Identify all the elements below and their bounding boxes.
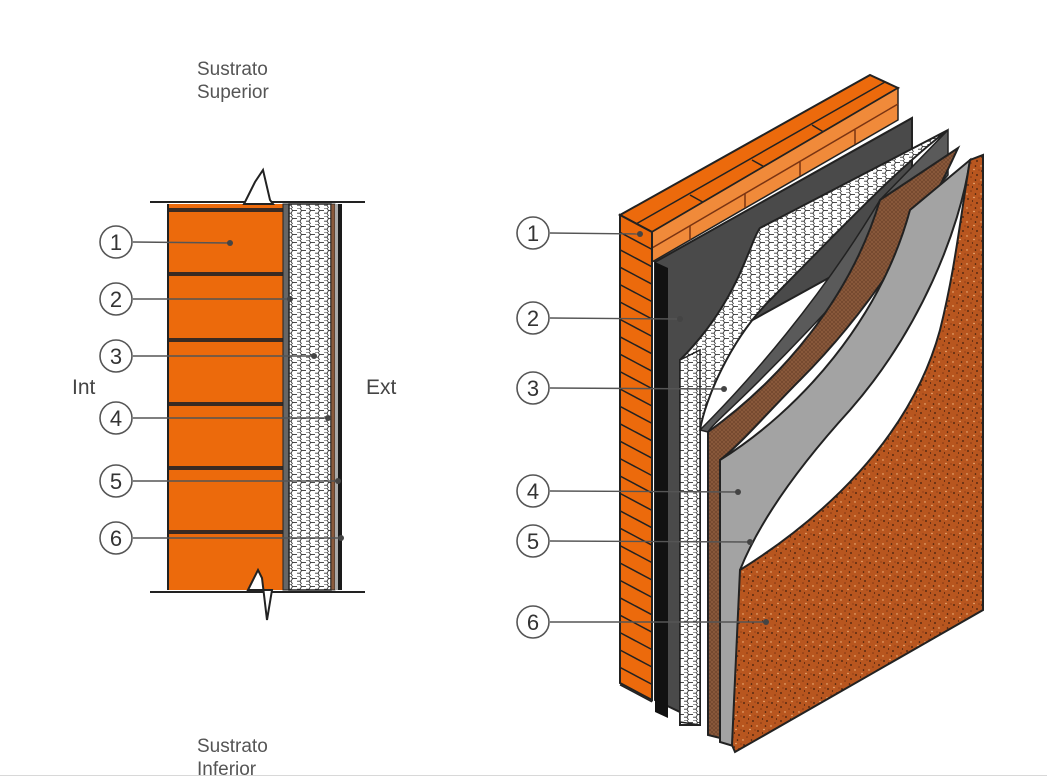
callout-number: 2	[527, 306, 539, 331]
section-callout-6: 6	[99, 521, 344, 555]
substrate-bottom-label: Sustrato Inferior	[197, 735, 268, 781]
callout-circle	[516, 605, 550, 639]
section-view: 1 2 3 4 5 6	[99, 167, 365, 621]
leader-dot	[325, 415, 331, 421]
section-callout-2: 2	[99, 282, 293, 316]
substrate-top-line1: Sustrato	[197, 59, 268, 80]
callout-number: 6	[110, 526, 122, 551]
leader-dot	[227, 240, 233, 246]
leader-line	[549, 540, 751, 543]
axon-base-coat	[719, 157, 972, 750]
leader-dot	[311, 353, 317, 359]
axon-callout-5: 5	[516, 524, 753, 558]
callout-number: 5	[110, 469, 122, 494]
callout-circle	[99, 464, 133, 498]
callout-circle	[516, 216, 550, 250]
callout-circle	[516, 474, 550, 508]
leader-dot	[763, 619, 769, 625]
axon-callout-2: 2	[516, 301, 683, 335]
axon-callout-4: 4	[516, 474, 741, 508]
section-brick-joints	[168, 208, 283, 534]
leader-dot	[721, 386, 727, 392]
callout-circle	[99, 339, 133, 373]
substrate-bottom-line2: Inferior	[197, 759, 257, 780]
substrate-top-label: Sustrato Superior	[197, 58, 269, 104]
callout-circle	[99, 401, 133, 435]
leader-line	[549, 317, 681, 320]
bottom-divider	[0, 775, 1047, 776]
callout-number: 2	[110, 287, 122, 312]
callout-number: 1	[110, 230, 122, 255]
section-callouts: 1 2 3 4 5 6	[99, 225, 344, 555]
leader-line	[549, 387, 725, 390]
section-callout-1: 1	[99, 225, 233, 259]
callout-number: 3	[110, 344, 122, 369]
substrate-top-line2: Superior	[197, 82, 269, 103]
callout-circle	[99, 225, 133, 259]
callout-number: 6	[527, 610, 539, 635]
leader-dot	[338, 535, 344, 541]
leader-dot	[677, 316, 683, 322]
axon-finish	[730, 153, 984, 754]
leader-dot	[287, 296, 293, 302]
break-symbol-top	[242, 167, 275, 205]
section-callout-4: 4	[99, 401, 331, 435]
leader-line	[549, 490, 739, 493]
callout-number: 4	[110, 406, 122, 431]
axon-callouts: 1 2 3 4 5 6	[516, 216, 769, 639]
callout-number: 5	[527, 529, 539, 554]
section-brick	[168, 204, 283, 590]
exterior-label: Ext	[366, 376, 397, 399]
section-insulation	[288, 203, 332, 591]
callout-circle	[516, 371, 550, 405]
callout-circle	[99, 521, 133, 555]
interior-label: Int	[72, 376, 96, 399]
leader-line	[549, 232, 641, 235]
leader-line	[132, 241, 231, 244]
callout-circle	[516, 301, 550, 335]
callout-circle	[516, 524, 550, 558]
callout-circle	[99, 282, 133, 316]
leader-dot	[637, 231, 643, 237]
leader-dot	[735, 489, 741, 495]
axon-callout-3: 3	[516, 371, 727, 405]
axon-callout-1: 1	[516, 216, 643, 250]
section-callout-5: 5	[99, 464, 341, 498]
leader-dot	[335, 478, 341, 484]
axonometric-view: 1 2 3 4 5 6	[516, 73, 984, 754]
section-callout-3: 3	[99, 339, 317, 373]
callout-number: 3	[527, 376, 539, 401]
axon-brick-front	[619, 213, 653, 702]
break-symbol-bottom	[246, 567, 274, 621]
leader-dot	[747, 539, 753, 545]
substrate-bottom-line1: Sustrato	[197, 736, 268, 757]
axon-callout-6: 6	[516, 605, 769, 639]
callout-number: 1	[527, 221, 539, 246]
callout-number: 4	[527, 479, 539, 504]
